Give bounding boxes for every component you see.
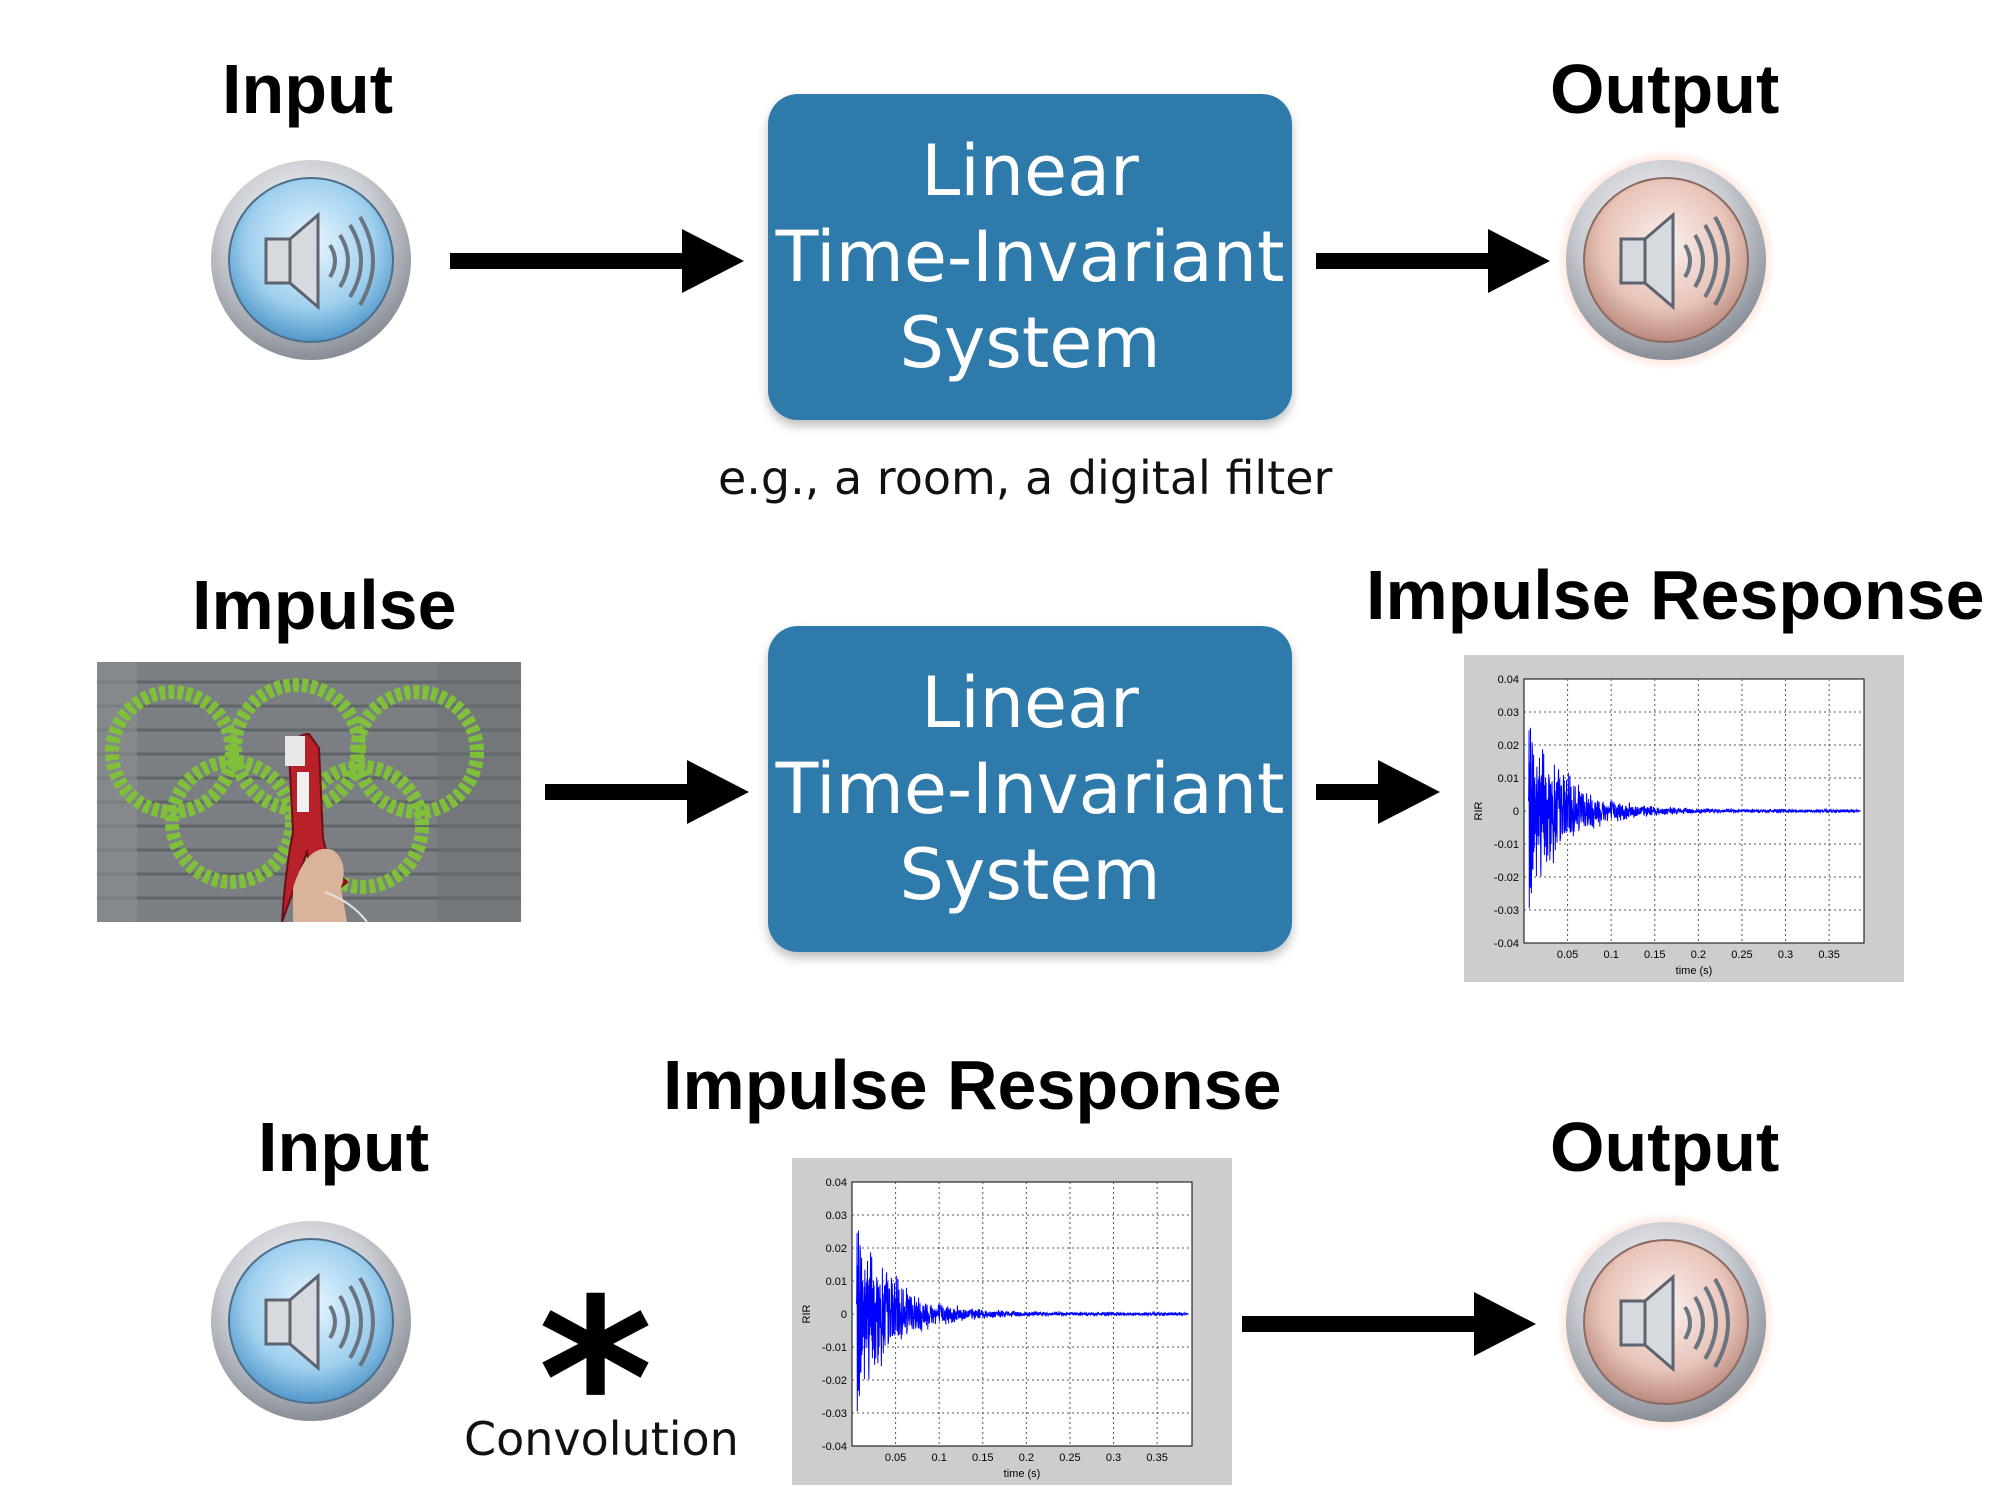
input-label-2: Input xyxy=(258,1108,430,1186)
x-tick-label: 0.1 xyxy=(932,1452,947,1464)
lti-system-box-2: Linear Time-Invariant System xyxy=(768,626,1292,952)
starter-pistol-photo xyxy=(97,662,521,922)
x-tick-label: 0.35 xyxy=(1818,949,1839,961)
arrow-impulse-to-system xyxy=(545,760,749,824)
output-label: Output xyxy=(1550,50,1780,128)
impulse-response-label-2: Impulse Response xyxy=(663,1046,1282,1124)
system-line-2: Time-Invariant xyxy=(775,748,1285,830)
y-tick-label: -0.04 xyxy=(822,1441,847,1453)
x-tick-label: 0.25 xyxy=(1731,949,1752,961)
y-tick-label: 0.03 xyxy=(826,1210,847,1222)
input-label: Input xyxy=(222,50,394,128)
system-line-3: System xyxy=(899,302,1161,384)
arrow-response-to-output xyxy=(1242,1292,1536,1356)
y-tick-label: 0.04 xyxy=(826,1177,847,1189)
x-tick-label: 0.15 xyxy=(972,1452,993,1464)
y-axis-label: RIR xyxy=(1473,801,1485,820)
system-line-3: System xyxy=(899,834,1161,916)
y-tick-label: 0 xyxy=(1513,806,1519,818)
impulse-label: Impulse xyxy=(192,566,457,644)
system-line-2: Time-Invariant xyxy=(775,216,1285,298)
arrow-input-to-system xyxy=(450,229,744,293)
output-label-2: Output xyxy=(1550,1108,1780,1186)
y-tick-label: 0.03 xyxy=(1498,707,1519,719)
y-tick-label: -0.02 xyxy=(1494,872,1519,884)
x-tick-label: 0.3 xyxy=(1106,1452,1121,1464)
x-tick-label: 0.3 xyxy=(1778,949,1793,961)
output-speaker-icon xyxy=(1556,150,1776,370)
system-example-caption: e.g., a room, a digital filter xyxy=(718,451,1333,505)
y-tick-label: -0.01 xyxy=(1494,839,1519,851)
x-tick-label: 0.15 xyxy=(1644,949,1665,961)
arrow-system-to-response xyxy=(1316,760,1440,824)
x-tick-label: 0.35 xyxy=(1146,1452,1167,1464)
y-tick-label: 0 xyxy=(841,1309,847,1321)
y-tick-label: 0.01 xyxy=(1498,773,1519,785)
input-speaker-icon-2 xyxy=(211,1221,411,1421)
convolution-operator: * xyxy=(538,1252,654,1508)
rir-series-line xyxy=(855,1230,1189,1412)
rir-series-line xyxy=(1527,727,1861,909)
system-line-1: Linear xyxy=(921,130,1139,212)
x-tick-label: 0.25 xyxy=(1059,1452,1080,1464)
input-speaker-icon xyxy=(211,160,411,360)
y-tick-label: -0.02 xyxy=(822,1375,847,1387)
y-tick-label: -0.03 xyxy=(822,1408,847,1420)
x-tick-label: 0.05 xyxy=(885,1452,906,1464)
y-tick-label: 0.01 xyxy=(826,1276,847,1288)
lti-system-box: Linear Time-Invariant System xyxy=(768,94,1292,420)
impulse-response-plot-1: 0.04 0.03 0.02 0.01 0 -0.01 -0.02 -0.03 -0.04 0.0… xyxy=(1464,655,1904,982)
system-line-1: Linear xyxy=(921,662,1139,744)
y-tick-label: -0.03 xyxy=(1494,905,1519,917)
y-tick-label: -0.01 xyxy=(822,1342,847,1354)
x-axis-label: time (s) xyxy=(1004,1468,1041,1480)
arrow-system-to-output xyxy=(1316,229,1550,293)
x-axis-label: time (s) xyxy=(1676,965,1713,977)
output-speaker-icon-2 xyxy=(1556,1212,1776,1432)
y-tick-label: 0.02 xyxy=(1498,740,1519,752)
y-tick-label: 0.04 xyxy=(1498,674,1519,686)
x-tick-label: 0.2 xyxy=(1691,949,1706,961)
impulse-response-label: Impulse Response xyxy=(1366,556,1985,634)
y-axis-label: RIR xyxy=(801,1304,813,1323)
x-tick-label: 0.05 xyxy=(1557,949,1578,961)
impulse-response-plot-2: 0.04 0.03 0.02 0.01 0 -0.01 -0.02 -0.03 -0.04 0.0… xyxy=(792,1158,1232,1485)
x-tick-label: 0.1 xyxy=(1604,949,1619,961)
convolution-label: Convolution xyxy=(464,1412,739,1466)
y-tick-label: 0.02 xyxy=(826,1243,847,1255)
y-tick-label: -0.04 xyxy=(1494,938,1519,950)
x-tick-label: 0.2 xyxy=(1019,1452,1034,1464)
